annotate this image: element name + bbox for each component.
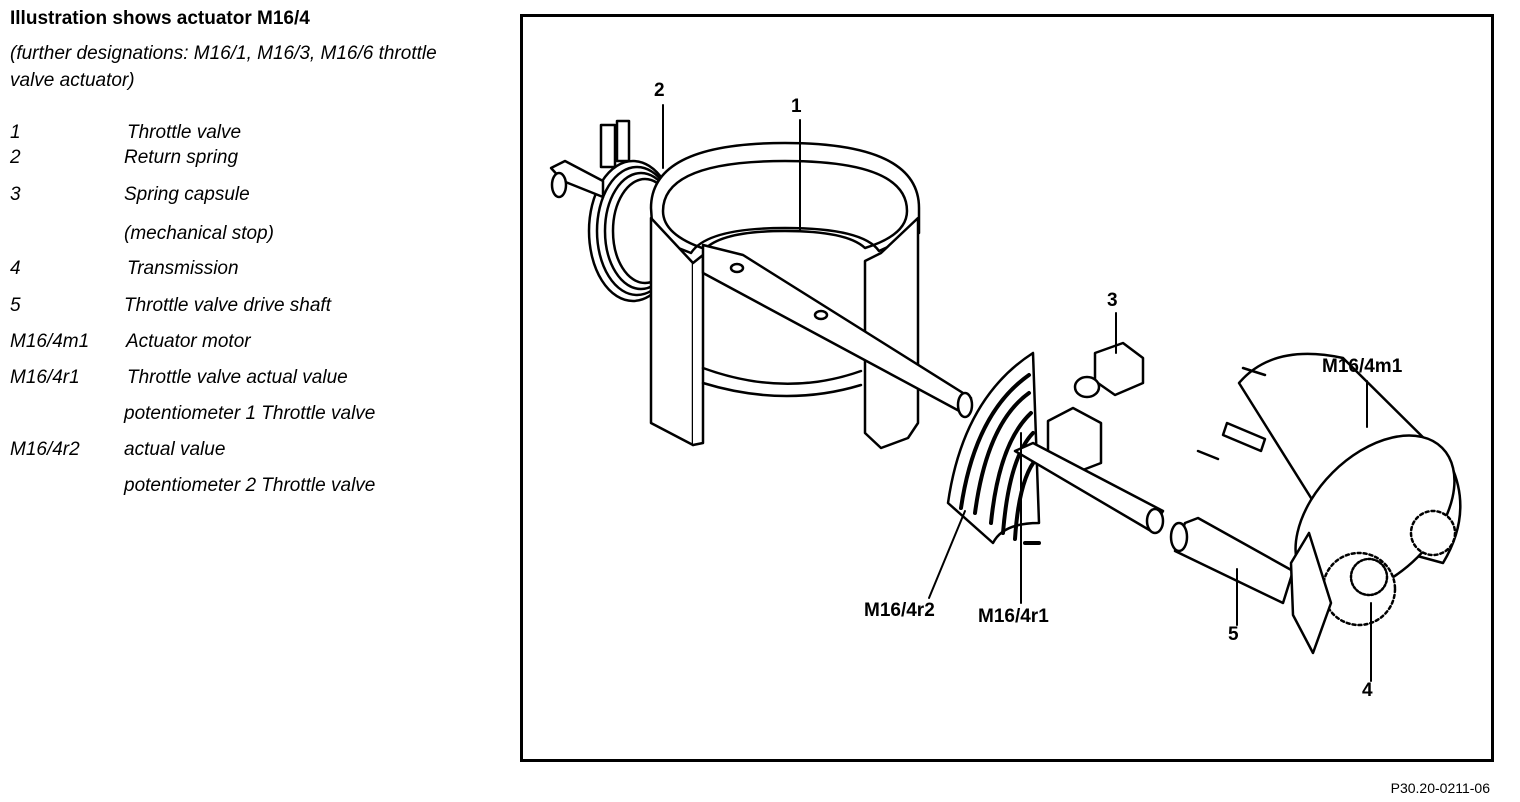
legend-desc: actual value xyxy=(124,439,226,460)
label-m16-4m1: M16/4m1 xyxy=(1322,356,1403,377)
legend-desc: Throttle valve actual value xyxy=(127,367,348,388)
actuator-motor-drawing xyxy=(1196,352,1462,655)
legend-desc: (mechanical stop) xyxy=(124,223,274,244)
label-1: 1 xyxy=(791,96,802,117)
label-5: 5 xyxy=(1228,624,1239,645)
page-title: Illustration shows actuator M16/4 xyxy=(10,8,310,29)
figure-code: P30.20-0211-06 xyxy=(1390,780,1490,796)
spring-capsule-drawing xyxy=(1013,341,1165,535)
return-spring-drawing xyxy=(549,119,679,303)
legend-code: M16/4r2 xyxy=(10,439,80,460)
legend-desc: potentiometer 2 Throttle valve xyxy=(124,475,376,496)
label-3: 3 xyxy=(1107,290,1118,311)
label-4: 4 xyxy=(1362,680,1373,701)
page-subtitle: (further designations: M16/1, M16/3, M16… xyxy=(10,43,437,91)
potentiometer-drawing xyxy=(946,351,1041,545)
label-m16-4r2: M16/4r2 xyxy=(864,600,935,621)
drive-shaft-drawing xyxy=(1169,516,1295,605)
legend-code: 5 xyxy=(10,295,21,316)
legend-code: M16/4m1 xyxy=(10,331,90,352)
legend-desc: Transmission xyxy=(127,258,239,279)
legend-desc: Actuator motor xyxy=(126,331,251,352)
label-m16-4r1: M16/4r1 xyxy=(978,606,1049,627)
legend-desc: potentiometer 1 Throttle valve xyxy=(124,403,376,424)
label-2: 2 xyxy=(654,80,665,101)
diagram-frame xyxy=(520,14,1494,762)
legend-code: 2 xyxy=(10,147,21,168)
legend-code: 1 xyxy=(10,122,21,143)
legend-code: 3 xyxy=(10,184,21,205)
throttle-valve-drawing xyxy=(649,141,974,450)
legend-code: 4 xyxy=(10,258,21,279)
legend-desc: Throttle valve drive shaft xyxy=(124,295,331,316)
actuator-illustration xyxy=(549,104,1462,682)
legend-desc: Spring capsule xyxy=(124,184,250,205)
leader-lines xyxy=(662,104,1372,682)
legend-desc: Return spring xyxy=(124,147,239,168)
legend-code: M16/4r1 xyxy=(10,367,80,388)
legend-desc: Throttle valve xyxy=(127,122,242,143)
